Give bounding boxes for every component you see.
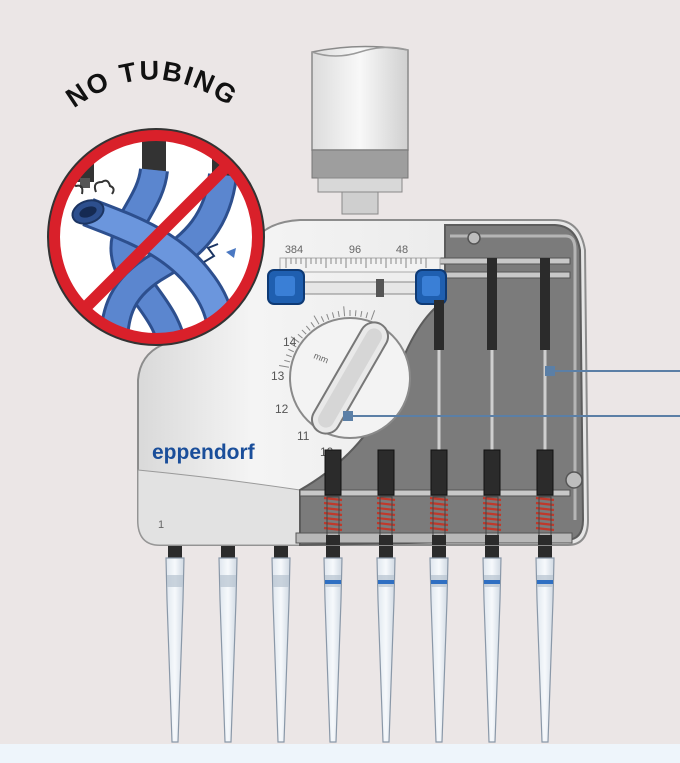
pipette-tip bbox=[482, 543, 502, 743]
channel-shaft bbox=[535, 258, 555, 545]
scale-label: 48 bbox=[396, 244, 408, 256]
prohibition-slash bbox=[79, 160, 233, 314]
channel-label: 1 bbox=[158, 519, 164, 531]
spacing-dial[interactable] bbox=[289, 317, 411, 439]
channel-shaft bbox=[429, 300, 449, 545]
pipette-tip bbox=[165, 543, 185, 743]
crack-icon bbox=[203, 243, 219, 263]
scale-label: 384 bbox=[285, 244, 303, 256]
air-puff-icon bbox=[93, 179, 115, 195]
callout-marker bbox=[545, 366, 555, 376]
pipette-tips bbox=[165, 543, 555, 743]
dial-number: 11 bbox=[297, 429, 310, 443]
pipette-tip bbox=[271, 543, 291, 743]
callout-lines bbox=[343, 366, 680, 421]
pipette-tip bbox=[218, 543, 238, 743]
channel-shaft bbox=[376, 449, 396, 545]
scale-label: 96 bbox=[349, 244, 361, 256]
spacing-button-right[interactable] bbox=[415, 269, 447, 305]
pipette-tip bbox=[376, 543, 396, 743]
brand-logo: eppendorf bbox=[152, 441, 256, 464]
dial-number: 13 bbox=[271, 369, 285, 383]
plunger-cap bbox=[311, 45, 409, 215]
pipette-tip bbox=[429, 543, 449, 743]
channel-shaft bbox=[482, 258, 502, 545]
callout-marker bbox=[343, 411, 353, 421]
dial-number: 14 bbox=[283, 335, 297, 349]
spacing-scale: 384 96 48 bbox=[279, 244, 441, 297]
pipette-tip bbox=[323, 543, 343, 743]
bottom-strip bbox=[0, 744, 680, 763]
dial-number: 12 bbox=[275, 402, 289, 416]
pipette-tip bbox=[535, 543, 555, 743]
channel-shaft bbox=[323, 449, 343, 545]
spacing-button-left[interactable] bbox=[267, 269, 305, 305]
channel-mechanisms bbox=[323, 258, 555, 545]
